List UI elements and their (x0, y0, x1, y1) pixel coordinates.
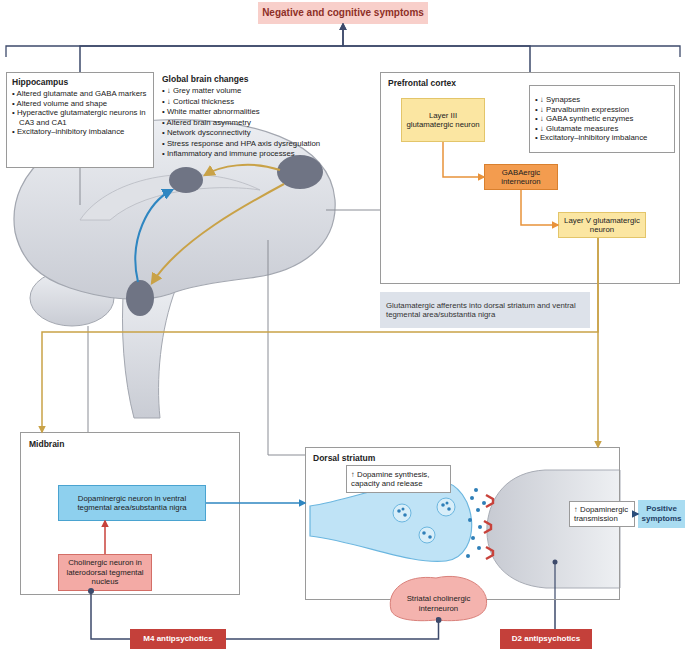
region-box: MidbrainDopaminergic neuron in ventral t… (20, 432, 240, 595)
dopamine-pathway (135, 190, 172, 282)
node-text: Layer V glutamatergic neuron (562, 216, 642, 235)
node-text: M4 antipsychotics (133, 634, 223, 644)
region-box: Prefrontal cortex• ↓ Synapses• ↓ Parvalb… (380, 72, 680, 284)
leader-line (88, 326, 89, 432)
connector-arrow (42, 238, 598, 432)
node-text: Midbrain (29, 439, 231, 449)
node-bullet: • ↓ Glutamate measures (535, 124, 669, 134)
outcome-box: Negative and cognitive symptoms (258, 2, 428, 24)
node-bullet: • Altered glutamate and GABA markers (12, 89, 148, 99)
pathway-label-box: Glutamatergic afferents into dorsal stri… (380, 292, 590, 328)
node-text: ↑ Dopaminergic transmission (574, 505, 630, 524)
vesicle (393, 504, 411, 522)
drug-box: M4 antipsychotics (130, 629, 226, 649)
glutamate-pathway (205, 165, 280, 175)
vesicle (437, 498, 455, 516)
bullet-note: • Inflammatory and immune processes (162, 149, 377, 158)
node-text: • ↓ Synapses (535, 95, 669, 105)
callout-box: ↑ Dopamine synthesis, capacity and relea… (346, 465, 451, 493)
connector-arrow (91, 591, 130, 639)
glutamate-pathway (152, 184, 284, 283)
neuron-box: Layer V glutamatergic neuron (558, 212, 646, 238)
leader-line (326, 210, 380, 211)
node-bullet: • Excitatory–inhibitory imbalance (12, 127, 148, 137)
neuron-box: GABAergic interneuron (484, 164, 558, 190)
drug-box: D2 antipsychotics (500, 629, 592, 649)
bracket-line (6, 46, 680, 57)
node-bullet: • Altered volume and shape (12, 99, 148, 109)
node-text: Prefrontal cortex (388, 78, 672, 88)
interneuron-body (390, 576, 486, 620)
bullet-note: • Altered brain asymmetry (162, 118, 377, 127)
connector-arrow (554, 600, 556, 629)
bullet-note: • ↓ Cortical thickness (162, 97, 377, 106)
connector-arrow (443, 142, 484, 177)
node-text: D2 antipsychotics (503, 634, 589, 644)
node-bullet: • Excitatory–inhibitory imbalance (535, 133, 669, 143)
vesicle (419, 527, 435, 543)
target-dot (553, 560, 558, 565)
neuron-box: Dopaminergic neuron in ventral tegmental… (58, 485, 206, 521)
leader-line (554, 562, 555, 600)
region-box: Dorsal striatum ↑ Dopamine synthesis, cap… (305, 447, 620, 600)
bullet-note: • ↓ Grey matter volume (162, 86, 377, 95)
node-text: Dorsal striatum (313, 453, 612, 463)
node-bullet: • ↓ Parvalbumin expression (535, 105, 669, 115)
node-bullet: • Hyperactive glutamatergic neurons in C… (12, 108, 148, 127)
connector-arrow (226, 620, 439, 639)
postsynaptic-neuron (487, 470, 620, 588)
callout-box: ↑ Dopaminergic transmission (569, 501, 635, 527)
node-bullet: • ↓ GABA synthetic enzymes (535, 114, 669, 124)
interneuron-shape: Striatal cholinergic interneuron (386, 570, 491, 622)
connector-arrow (521, 190, 558, 225)
node-text: Positive symptoms (639, 504, 684, 524)
region-box: Hippocampus • Altered glutamate and GABA … (6, 72, 154, 168)
section-heading: Global brain changes (162, 74, 377, 84)
connector-arrow (104, 521, 106, 554)
bullet-note: • Stress response and HPA axis dysregula… (162, 139, 377, 148)
bullet-note: • Network dysconnectivity (162, 128, 377, 137)
connector-arrow (635, 513, 638, 515)
node-text: ↑ Dopamine synthesis, capacity and relea… (351, 470, 446, 489)
node-text: Negative and cognitive symptoms (262, 7, 424, 19)
neuron-box: Layer III glutamatergic neuron (401, 98, 485, 142)
connector-arrow (597, 238, 599, 447)
node-text: GABAergic interneuron (488, 168, 554, 187)
connector-arrow (206, 502, 305, 504)
findings-box: • ↓ Synapses• ↓ Parvalbumin expression• … (529, 85, 675, 153)
dopamine-receptor (484, 495, 493, 559)
node-text: Cholinergic neuron in laterodorsal tegme… (63, 558, 147, 587)
connector-arrow (80, 24, 343, 72)
striatum-region (169, 167, 203, 193)
connector-arrow (343, 24, 530, 72)
node-text: Striatal cholinergic interneuron (394, 594, 483, 613)
dopamine-molecules (397, 488, 486, 558)
midbrain-region (126, 280, 154, 316)
bullet-note: • White matter abnormalities (162, 107, 377, 116)
node-text: Glutamatergic afferents into dorsal stri… (386, 301, 584, 320)
outcome-box: Positive symptoms (638, 500, 685, 528)
leader-line (80, 168, 81, 205)
node-text: Dopaminergic neuron in ventral tegmental… (64, 494, 200, 513)
node-text: Layer III glutamatergic neuron (406, 111, 480, 130)
leader-line (268, 240, 305, 455)
neuron-box: Cholinergic neuron in laterodorsal tegme… (58, 554, 152, 591)
node-text: Hippocampus (12, 77, 148, 87)
